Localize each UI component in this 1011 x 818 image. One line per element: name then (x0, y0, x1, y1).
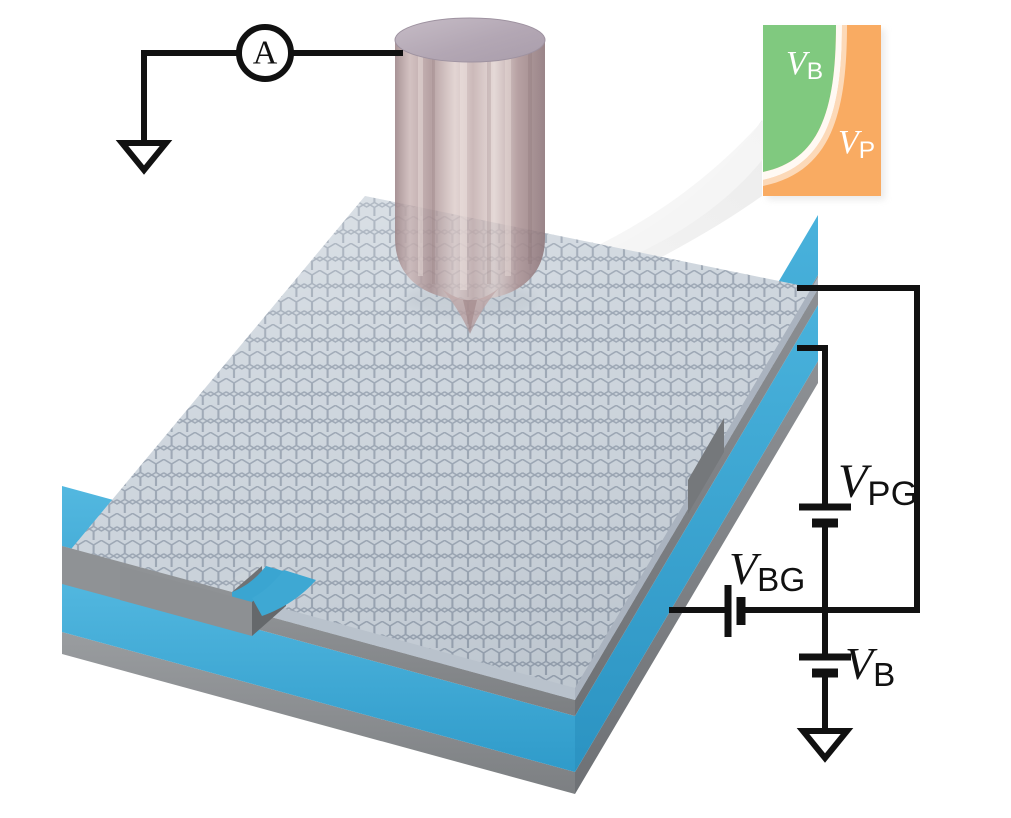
potential-landscape-inset (763, 25, 885, 200)
ammeter-circuit[interactable] (115, 24, 403, 175)
gate-bias-circuit[interactable] (669, 285, 920, 735)
ground-symbol-bottom (796, 728, 854, 763)
ammeter-symbol: A (253, 35, 278, 72)
layer-gate-bottom (62, 361, 818, 794)
layer-hbn-bottom (62, 305, 818, 772)
stack-step-left-detail (120, 566, 316, 636)
inset-region-barrier (763, 25, 836, 172)
stack-step-right-detail (688, 418, 724, 514)
afm-probe-tip[interactable] (394, 17, 546, 334)
battery-symbols (724, 503, 851, 678)
